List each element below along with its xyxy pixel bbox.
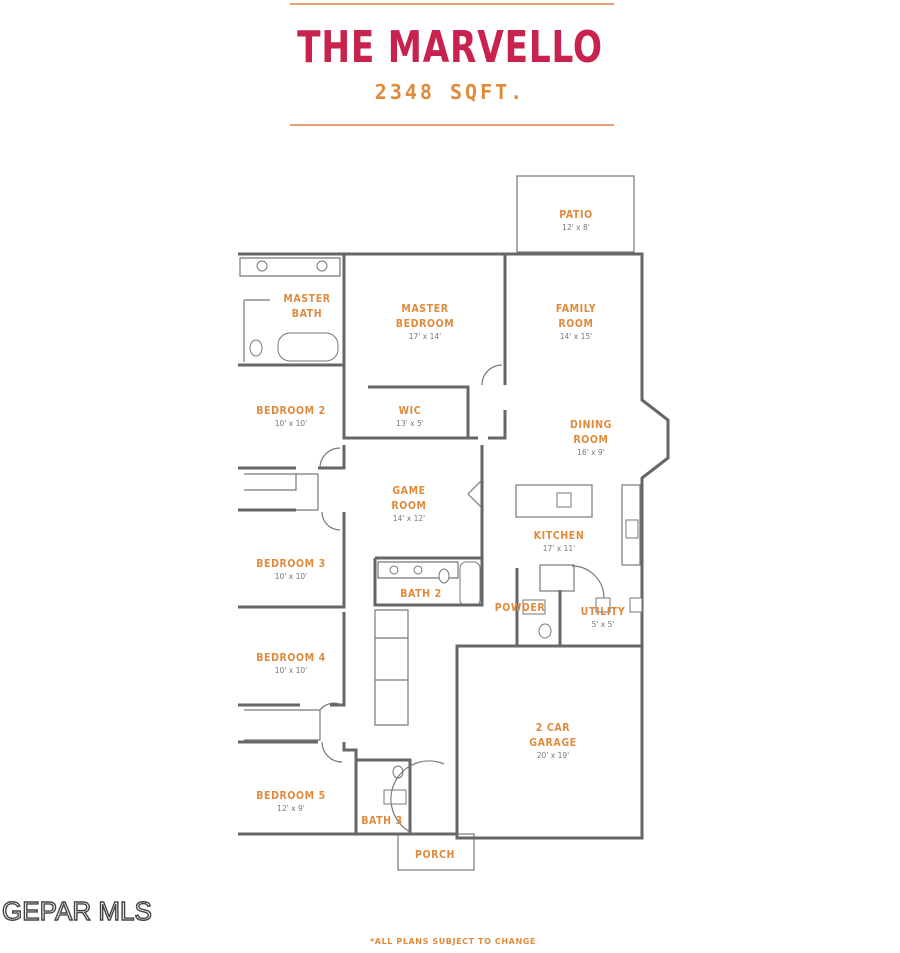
sink-icon [556, 492, 572, 508]
patio-label: PATIO [559, 209, 592, 221]
bath2-vanity [377, 561, 459, 579]
bedroom5-label: BEDROOM 5 [256, 790, 326, 802]
wic-dim: 13' x 5' [396, 419, 424, 428]
toilet-icon [392, 765, 404, 779]
sink-icon [522, 599, 546, 615]
bath2-walls [373, 558, 484, 607]
bath3-wall [356, 758, 412, 834]
front-door-swing [390, 760, 445, 835]
sink-icon [316, 260, 328, 272]
bedroom4-dim: 10' x 10' [275, 666, 307, 675]
master-wall [342, 254, 478, 440]
family-room-label-1: FAMILY [556, 303, 596, 315]
closet-2 [244, 473, 297, 491]
garage-label-1: 2 CAR [536, 722, 571, 734]
utility-walls [558, 590, 612, 648]
door-swing [321, 511, 341, 531]
bedroom2-south-wall [238, 445, 346, 470]
double-door [467, 479, 483, 509]
patio-outline [516, 175, 635, 253]
bedroom3-dim: 10' x 10' [275, 572, 307, 581]
game-room-label-1: GAME [392, 485, 425, 497]
garage-label-2: GARAGE [529, 737, 576, 749]
family-west-wall [488, 254, 507, 440]
hall-closets [374, 609, 409, 726]
bedroom2-dim: 10' x 10' [275, 419, 307, 428]
dining-room-label-2: ROOM [573, 434, 608, 446]
wic-wall [368, 385, 470, 438]
patio-dim: 12' x 8' [562, 223, 590, 232]
sink-icon [383, 789, 407, 805]
master-vanity [239, 257, 341, 277]
sink-icon [413, 565, 423, 575]
bedroom5-wall [342, 742, 358, 834]
bedroom3-label: BEDROOM 3 [256, 558, 326, 570]
family-room-dim: 14' x 15' [560, 332, 592, 341]
plan-sqft: 2348 SQFT. [374, 80, 526, 104]
utility-dim: 5' x 5' [592, 620, 615, 629]
bathtub-icon [277, 332, 339, 362]
door-swing [481, 364, 503, 386]
powder-label: POWDER [495, 602, 546, 614]
master-bedroom-label-1: MASTER [401, 303, 448, 315]
closet-3 [296, 473, 319, 511]
closet-4 [244, 709, 321, 741]
dining-room-label-1: DINING [570, 419, 612, 431]
bath3-label: BATH 3 [361, 815, 403, 827]
door-swing [319, 447, 341, 469]
mls-watermark: GEPAR MLS [1, 895, 152, 926]
game-room-dim: 14' x 12' [393, 514, 425, 523]
toilet-icon [249, 339, 263, 357]
bottom-rule [290, 124, 614, 126]
kitchen-island [515, 484, 593, 518]
plan-title: THE MARVELLO [297, 22, 603, 73]
kitchen-dim: 17' x 11' [543, 544, 575, 553]
powder-walls [515, 568, 560, 648]
family-room-label-2: ROOM [558, 318, 593, 330]
master-bedroom-dim: 17' x 14' [409, 332, 441, 341]
kitchen-label: KITCHEN [534, 530, 585, 542]
toilet-icon [438, 568, 450, 584]
dryer-icon [629, 597, 643, 613]
top-rule [290, 3, 614, 5]
counter [621, 484, 641, 566]
wic-label: WIC [399, 405, 422, 417]
dining-room-dim: 16' x 9' [577, 448, 605, 457]
garage-dim: 20' x 19' [537, 751, 569, 760]
master-bedroom-label-2: BEDROOM [396, 318, 454, 330]
bedroom3-walls [238, 508, 346, 609]
pantry [539, 564, 575, 592]
bedroom2-label: BEDROOM 2 [256, 405, 326, 417]
door-swing [319, 702, 343, 711]
door-swing [571, 565, 605, 599]
bath2-label: BATH 2 [400, 588, 442, 600]
porch-label: PORCH [415, 849, 455, 861]
bedroom4-walls [238, 612, 346, 744]
sink-icon [256, 260, 268, 272]
sink-icon [389, 565, 399, 575]
utility-label: UTILITY [581, 606, 626, 618]
master-bath-label-1: MASTER [283, 293, 330, 305]
toilet-icon [538, 623, 552, 639]
master-bath-label-2: BATH [292, 308, 322, 320]
footnote: *ALL PLANS SUBJECT TO CHANGE [370, 937, 536, 946]
washer-icon [595, 597, 611, 613]
shower-wall [243, 299, 270, 362]
game-room-label-2: ROOM [391, 500, 426, 512]
bedroom4-label: BEDROOM 4 [256, 652, 326, 664]
bedroom5-dim: 12' x 9' [277, 804, 305, 813]
bathtub-icon [459, 561, 481, 607]
range-icon [625, 519, 639, 539]
door-swing [321, 741, 343, 763]
